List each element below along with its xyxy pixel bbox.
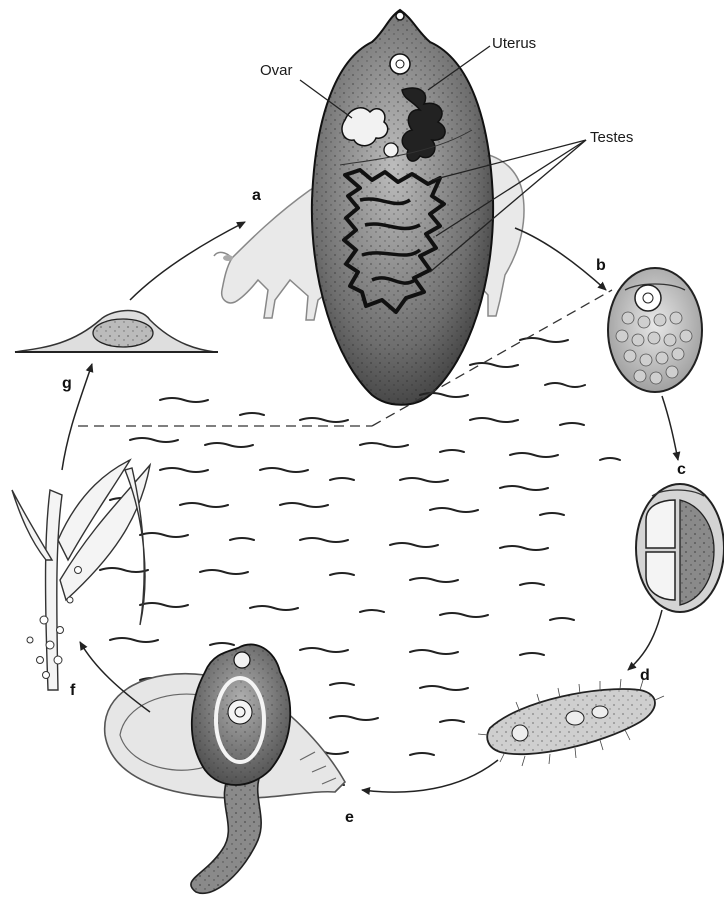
adult-fluke [312, 10, 493, 405]
uterus-label: Uterus [492, 35, 536, 52]
egg-stage-b [608, 268, 702, 392]
ovar-label: Ovar [260, 62, 293, 79]
stage-label-a: a [252, 187, 261, 204]
embryonated-egg-stage-c [636, 484, 724, 612]
arrow-d-to-e [362, 760, 498, 792]
stage-label-b: b [596, 257, 606, 274]
stage-label-c: c [677, 461, 686, 478]
arrow-c-to-d [628, 610, 662, 670]
stage-label-e: e [345, 809, 354, 826]
stage-label-f: f [70, 682, 76, 699]
miracidium-stage-d [478, 679, 664, 766]
stage-label-d: d [640, 667, 650, 684]
testes-label: Testes [590, 129, 633, 146]
grass-with-cysts-stage-f [12, 460, 150, 690]
stage-label-g: g [62, 375, 72, 392]
arrow-b-to-c [662, 396, 678, 460]
metacercaria-stage-g [15, 311, 218, 352]
arrow-a-to-b [515, 228, 606, 290]
snail-with-redia-stage-e [105, 644, 345, 893]
